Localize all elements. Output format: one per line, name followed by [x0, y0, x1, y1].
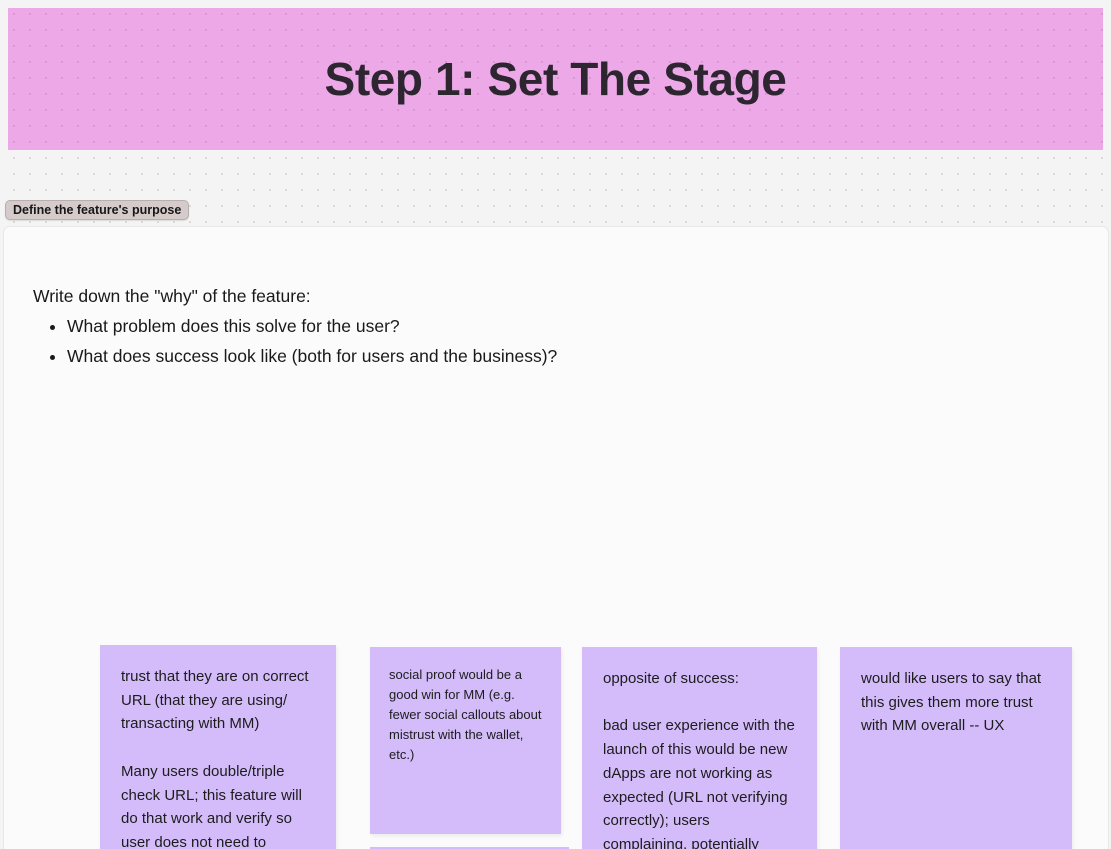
prompt-bullet-list: What problem does this solve for the use… [67, 312, 933, 371]
sticky-note[interactable]: opposite of success: bad user experience… [582, 647, 817, 849]
sticky-note[interactable]: Users are better protected from scams (c… [370, 847, 569, 849]
page-title: Step 1: Set The Stage [324, 52, 787, 105]
sticky-note[interactable]: social proof would be a good win for MM … [370, 647, 561, 834]
prompt-bullet-item: What does success look like (both for us… [67, 342, 933, 371]
prompt-bullet-item: What problem does this solve for the use… [67, 312, 933, 341]
sticky-note-text: social proof would be a good win for MM … [389, 667, 546, 762]
sticky-note-text: opposite of success: bad user experience… [603, 670, 795, 849]
content-card: Write down the "why" of the feature: Wha… [3, 226, 1109, 849]
section-tag-define-purpose[interactable]: Define the feature's purpose [5, 200, 190, 220]
header-banner: Step 1: Set The Stage [8, 8, 1103, 150]
sticky-note-text: would like users to say that this gives … [861, 670, 1046, 735]
sticky-note[interactable]: would like users to say that this gives … [840, 647, 1072, 849]
prompt-lead-text: Write down the "why" of the feature: [33, 286, 311, 306]
sticky-note-text: trust that they are on correct URL (that… [121, 668, 309, 849]
prompt-block: Write down the "why" of the feature: Wha… [33, 284, 933, 371]
sticky-note[interactable]: trust that they are on correct URL (that… [100, 645, 336, 849]
